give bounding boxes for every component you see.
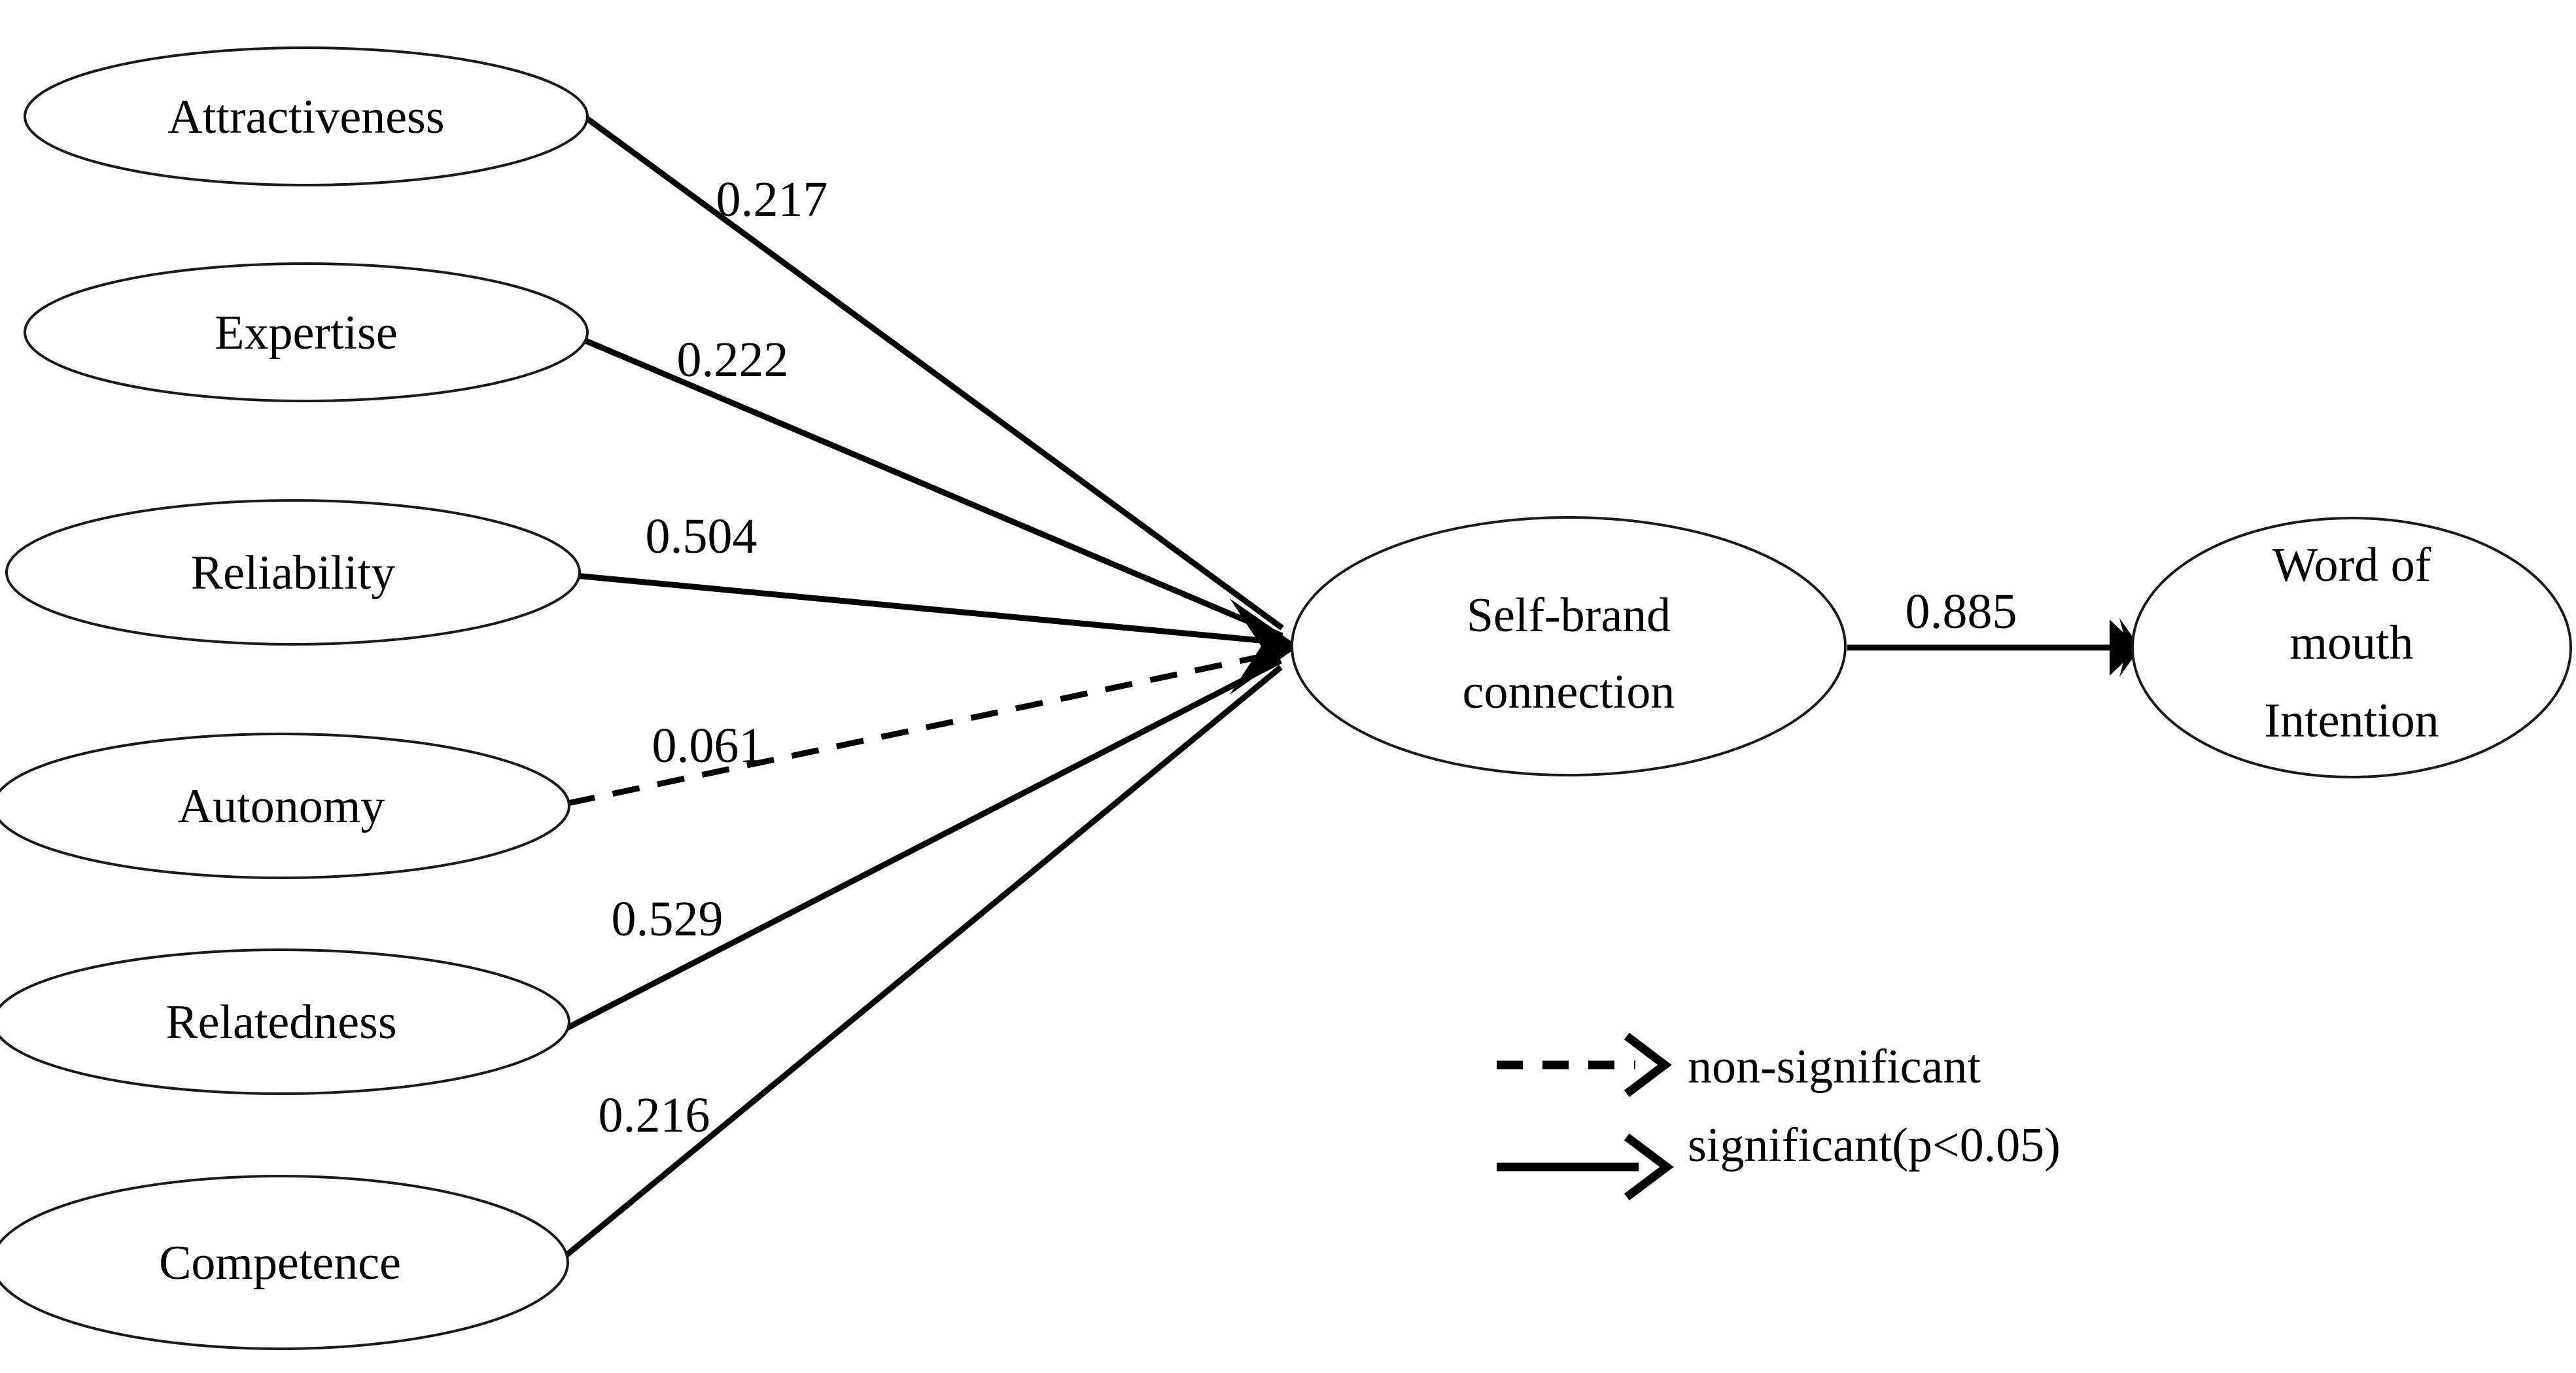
path-attractiveness-to-self-brand	[582, 114, 1284, 631]
path-competence-to-self-brand	[562, 665, 1283, 1260]
node-self-brand-connection-label-line2: connection	[1463, 665, 1675, 719]
node-word-of-mouth-intention-ellipse	[2131, 517, 2572, 778]
path-expertise-to-self-brand	[583, 337, 1283, 639]
legend-solid-arrowhead-icon	[1624, 1133, 1674, 1201]
node-reliability-ellipse	[5, 499, 581, 646]
node-attractiveness[interactable]: Attractiveness	[24, 46, 589, 186]
node-autonomy-label: Autonomy	[178, 780, 385, 833]
node-expertise[interactable]: Expertise	[24, 262, 589, 402]
node-self-brand-connection[interactable]: Self-brand connection	[1291, 516, 1847, 776]
path-relatedness-to-self-brand	[565, 657, 1283, 1032]
coefficient-attractiveness: 0.217	[716, 172, 828, 227]
path-autonomy-to-self-brand	[567, 650, 1279, 807]
coefficient-self-brand-to-word-of-mouth: 0.885	[1906, 584, 2017, 639]
node-expertise-ellipse	[24, 262, 589, 402]
node-competence-label: Competence	[159, 1236, 401, 1290]
legend-dashed-arrowhead-icon	[1624, 1032, 1672, 1098]
coefficient-reliability: 0.504	[646, 509, 757, 564]
coefficient-expertise: 0.222	[677, 332, 789, 387]
path-reliability-to-self-brand	[575, 572, 1281, 646]
legend-label-non-significant: non-significant	[1688, 1040, 1981, 1094]
node-self-brand-connection-ellipse	[1291, 516, 1847, 776]
coefficient-competence: 0.216	[599, 1088, 710, 1143]
node-attractiveness-label: Attractiveness	[167, 90, 444, 144]
arrowhead-into-self-brand	[1230, 599, 1298, 695]
node-word-of-mouth-label-line1: Word of	[2272, 538, 2431, 592]
node-word-of-mouth-label-line3: Intention	[2264, 694, 2439, 748]
node-reliability-label: Reliability	[191, 546, 395, 600]
legend-item-non-significant: non-significant	[1497, 1032, 1981, 1098]
node-relatedness-ellipse	[0, 948, 570, 1095]
arrowhead-wom-solid	[2110, 619, 2139, 676]
node-expertise-label: Expertise	[215, 306, 397, 360]
node-word-of-mouth-intention[interactable]: Word of mouth Intention	[2131, 517, 2572, 778]
node-competence-ellipse	[0, 1175, 569, 1350]
coefficient-relatedness: 0.529	[612, 892, 723, 947]
coefficient-autonomy: 0.061	[652, 718, 764, 773]
legend-item-significant: significant(p<0.05)	[1497, 1119, 2061, 1201]
node-relatedness[interactable]: Relatedness	[0, 948, 570, 1095]
node-self-brand-connection-label-line1: Self-brand	[1467, 589, 1671, 642]
node-reliability[interactable]: Reliability	[5, 499, 581, 646]
node-word-of-mouth-label-line2: mouth	[2289, 616, 2413, 670]
node-attractiveness-ellipse	[24, 46, 589, 186]
legend-label-significant: significant(p<0.05)	[1688, 1119, 2061, 1172]
node-autonomy[interactable]: Autonomy	[0, 733, 570, 879]
node-competence[interactable]: Competence	[0, 1175, 569, 1350]
node-relatedness-label: Relatedness	[165, 996, 396, 1049]
node-autonomy-ellipse	[0, 733, 570, 879]
legend: non-significant significant(p<0.05)	[1497, 1032, 2061, 1201]
